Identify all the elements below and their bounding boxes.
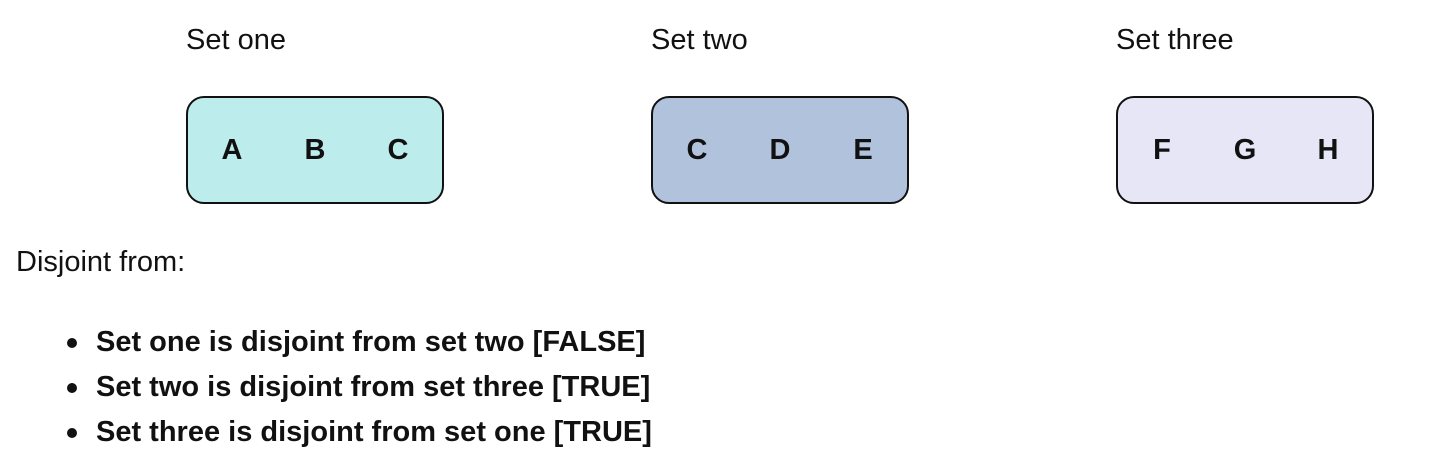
set-element: F [1153,133,1171,166]
statement-text: Set one is disjoint from set two [FALSE] [96,326,646,358]
disjoint-heading: Disjoint from: [16,246,186,278]
set-element: D [769,133,791,166]
set-element: G [1233,133,1257,166]
set-two: Set two C D E [651,22,913,204]
set-three-box: F G H [1116,96,1374,204]
set-one-title: Set one [186,24,286,56]
bullet-icon [67,428,77,438]
set-element: C [686,133,708,166]
disjoint-statement: Set one is disjoint from set two [FALSE] [67,320,652,365]
set-two-title: Set two [651,24,748,56]
disjoint-statement: Set three is disjoint from set one [TRUE… [67,410,652,455]
disjoint-statements-list: Set one is disjoint from set two [FALSE]… [67,320,652,455]
disjoint-statement: Set two is disjoint from set three [TRUE… [67,365,652,410]
statement-text: Set two is disjoint from set three [TRUE… [96,371,651,403]
set-element: C [387,133,409,166]
set-three: Set three F G H [1116,22,1378,204]
set-element: B [304,133,326,166]
set-element: E [853,133,873,166]
set-one-box: A B C [186,96,444,204]
statement-text: Set three is disjoint from set one [TRUE… [96,416,652,448]
set-element: A [221,133,243,166]
set-one: Set one A B C [186,22,448,204]
set-three-title: Set three [1116,24,1234,56]
set-element: H [1317,133,1339,166]
bullet-icon [67,383,77,393]
set-two-box: C D E [651,96,909,204]
bullet-icon [67,338,77,348]
